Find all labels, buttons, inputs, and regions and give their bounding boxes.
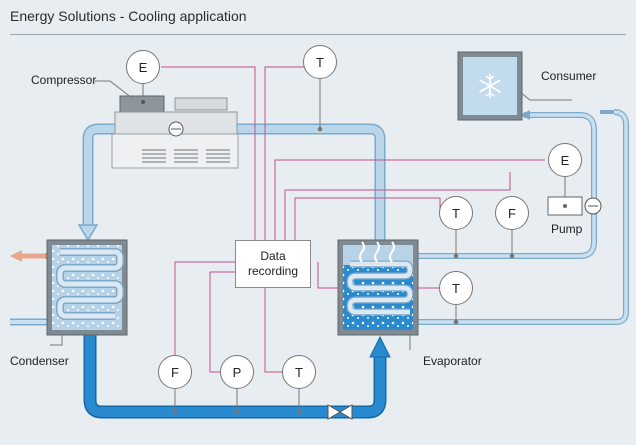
snowflake-icon (479, 74, 501, 98)
temperature-sensor-liquid: T (282, 355, 316, 389)
temperature-sensor-secondary: T (439, 196, 473, 230)
compressor (111, 95, 239, 169)
data-recording-box: Data recording (235, 240, 311, 288)
energy-sensor-pump: E (548, 143, 582, 177)
title-divider (10, 34, 626, 35)
data-recording-line2: recording (247, 264, 299, 278)
valve-icon (327, 404, 353, 420)
temperature-sensor-evaporator: T (439, 271, 473, 305)
evaporator (337, 239, 419, 336)
suction-pipe (235, 123, 386, 245)
secondary-loop-pipes (410, 109, 629, 325)
temperature-sensor-suction: T (303, 45, 337, 79)
condenser-label: Condenser (10, 354, 69, 368)
sensor-stems (142, 79, 566, 412)
compressor-label: Compressor (31, 73, 97, 87)
energy-sensor-compressor: E (126, 50, 160, 84)
pressure-sensor-liquid: P (220, 355, 254, 389)
discharge-pipe (77, 123, 115, 242)
leader-lines (50, 80, 572, 350)
consumer-label: Consumer (541, 69, 597, 83)
sensor-taps (172, 126, 515, 415)
pump-label: Pump (551, 222, 583, 236)
pump (547, 196, 602, 216)
page-title: Energy Solutions - Cooling application (10, 8, 247, 24)
flow-sensor-secondary: F (495, 196, 529, 230)
condenser (46, 239, 128, 336)
data-recording-line1: Data (260, 249, 286, 263)
evaporator-label: Evaporator (423, 354, 482, 368)
flow-sensor-liquid: F (158, 355, 192, 389)
